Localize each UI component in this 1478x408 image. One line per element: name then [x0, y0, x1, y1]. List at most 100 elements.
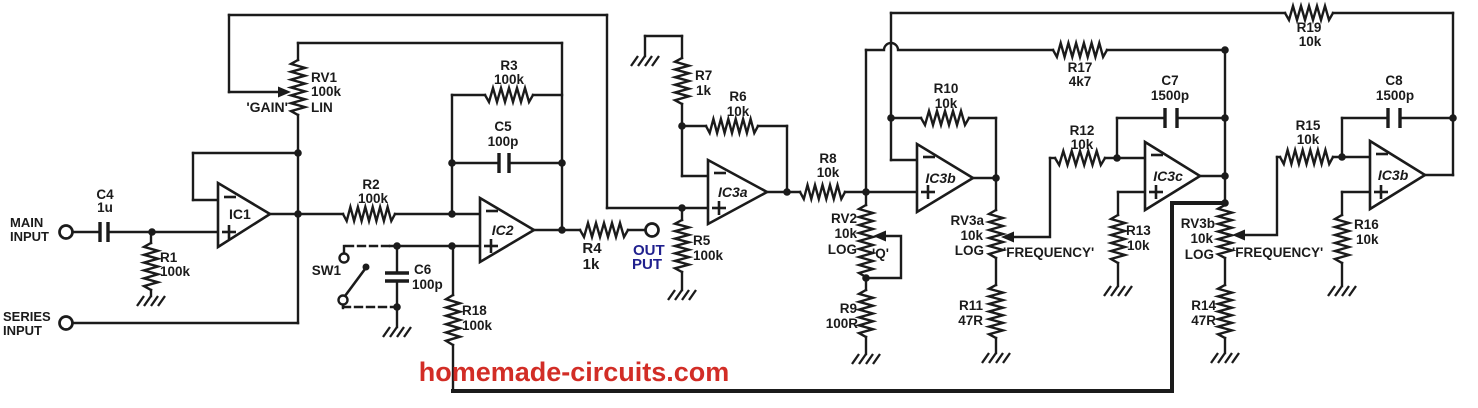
ground-icon [851, 353, 881, 365]
switch-layer [337, 252, 370, 306]
label-terminals-1-lines-0: SERIES [3, 309, 51, 324]
label-resistors-12-name: R13 [1126, 223, 1151, 238]
ground-slash [403, 326, 412, 338]
junction-dot [558, 226, 566, 234]
label-resistors-13-value: 47R [1191, 313, 1216, 328]
ground-icon [981, 352, 1011, 364]
ground-slash [1327, 285, 1336, 297]
junction-dot [783, 188, 791, 196]
opamp-label-IC2: IC2 [492, 222, 514, 238]
junction-dot [887, 114, 895, 122]
label-resistors-2-name: R3 [500, 58, 518, 73]
wires-layer [71, 11, 1455, 393]
pot-wiper-wire-RV3b [1243, 155, 1279, 237]
label-resistors-6-value: 1k [696, 83, 712, 98]
pot-wiper-arrow-icon [278, 86, 291, 98]
ground-slash [981, 352, 990, 364]
ground-slash [1117, 285, 1126, 297]
ground-slash [995, 352, 1004, 364]
opamp-IC3a-2: IC3a [706, 157, 770, 227]
label-resistors-18-value: 10k [1299, 34, 1322, 49]
label-pots-2-law: LOG [955, 243, 984, 258]
potentiometer-RV3a [984, 156, 1052, 260]
label-resistors-18-name: R19 [1297, 20, 1322, 35]
label-capacitors-4-name: C8 [1385, 73, 1403, 88]
ground-icon [1103, 285, 1133, 297]
label-resistors-0-value: 100k [160, 264, 191, 279]
ground-slash [1217, 352, 1226, 364]
ground-slash [865, 353, 874, 365]
switch-pole [337, 294, 349, 306]
ground-slash [858, 353, 867, 365]
ground-slash [630, 55, 639, 67]
label-resistors-14-name: R15 [1296, 118, 1321, 133]
ground-slash [1224, 352, 1233, 364]
label-resistors-16-name: R17 [1068, 60, 1093, 75]
pot-track-RV3a [984, 208, 1008, 260]
label-resistors-17-value: 100k [462, 318, 493, 333]
label-resistors-6-name: R7 [695, 68, 712, 83]
label-switch-label: SW1 [312, 263, 342, 278]
ground-slash [382, 326, 391, 338]
label-pots-0-value: 100k [311, 84, 342, 99]
label-capacitors-3-value: 1500p [1151, 88, 1189, 103]
junction-dot [1221, 199, 1229, 207]
ground-slash [1103, 285, 1112, 297]
label-pots-0-name: RV1 [311, 70, 338, 85]
label-pots-0-function: 'GAIN' [246, 99, 288, 115]
opamp-label-IC3c: IC3c [1153, 168, 1183, 184]
opamp-IC3b-5: IC3b [1368, 138, 1428, 212]
opamp-IC1-0: IC1 [216, 180, 273, 250]
label-capacitors-1-value: 100p [488, 134, 519, 149]
label-resistors-2-value: 100k [494, 72, 525, 87]
label-terminals-1-lines-1: INPUT [3, 323, 42, 338]
label-resistors-8-value: 100R [826, 316, 859, 331]
opamp-IC3b-3: IC3b [915, 141, 976, 215]
switch-SW1 [337, 252, 370, 306]
junction-dot [1221, 172, 1229, 180]
label-resistors-5-value: 10k [727, 104, 750, 119]
label-capacitors-2-value: 100p [412, 277, 443, 292]
ground-slash [651, 55, 660, 67]
label-resistors-11-value: 10k [1071, 137, 1094, 152]
switch-pole [338, 252, 350, 264]
labels-layer: MAININPUTSERIESINPUTOUTPUTC41uR1100kRV11… [3, 20, 1414, 387]
resistors-layer [139, 1, 1354, 347]
ground-slash [667, 289, 676, 301]
label-resistors-10-name: R11 [959, 298, 984, 313]
label-pots-3-name: RV3b [1181, 216, 1215, 231]
ground-slash [674, 289, 683, 301]
label-resistors-3-value: 1k [583, 256, 600, 273]
label-resistors-1-value: 100k [358, 191, 389, 206]
ground-slash [1348, 285, 1357, 297]
junction-dot [393, 303, 401, 311]
label-resistors-9-name: R10 [934, 81, 959, 96]
ground-slash [988, 352, 997, 364]
label-capacitors-1-name: C5 [494, 119, 512, 134]
label-capacitors-2-name: C6 [414, 262, 432, 277]
label-capacitors-3-name: C7 [1161, 73, 1178, 88]
opamp-label-IC1: IC1 [229, 206, 251, 222]
label-resistors-4-name: R5 [693, 233, 711, 248]
label-pots-3-value: 10k [1190, 231, 1213, 246]
junction-dot [148, 228, 156, 236]
terminals-layer [58, 222, 660, 331]
resistor-R2 [341, 202, 397, 226]
terminal-main-input [58, 224, 74, 240]
junction-dot [448, 210, 456, 218]
label-capacitors-0-value: 1u [97, 200, 113, 215]
label-resistors-8-name: R9 [840, 301, 857, 316]
resistor-R1 [139, 241, 163, 292]
junction-dot [862, 274, 870, 282]
resistor-R9 [854, 288, 878, 339]
ground-slash [681, 289, 690, 301]
junction-dot [1221, 114, 1229, 122]
label-pots-1-law: LOG [828, 242, 857, 257]
resistor-R12 [1053, 146, 1107, 170]
ground-icon [382, 326, 412, 338]
label-pots-1-value: 10k [834, 226, 857, 241]
ground-slash [1110, 285, 1119, 297]
pot-track-RV1 [286, 58, 310, 117]
